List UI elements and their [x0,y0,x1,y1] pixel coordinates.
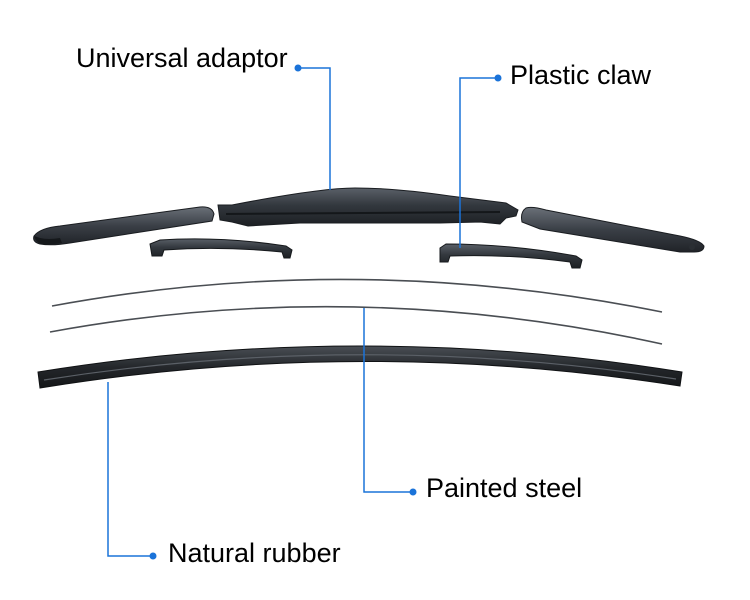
left-end-cover-tip [34,236,62,245]
painted-steel-label: Painted steel [426,473,582,503]
universal-adaptor-label: Universal adaptor [76,43,288,73]
universal-adaptor-dot [294,64,302,72]
left-end-cover [33,206,215,246]
universal-adaptor-leader [298,67,331,190]
plastic-claw-label: Plastic claw [510,60,652,90]
right-end-cover [521,206,705,253]
universal-adaptor-part [217,187,519,227]
universal-adaptor-rim [225,211,501,215]
natural-rubber-groove [43,354,677,381]
natural-rubber-leader [107,382,153,557]
painted-steel-strip-lower [49,305,663,345]
painted-steel-dot [409,488,417,496]
left-plastic-claw [149,238,293,259]
natural-rubber-refill [37,345,683,389]
right-plastic-claw [439,243,583,269]
painted-steel-strip-upper [51,278,663,313]
leader-lines [107,67,498,557]
natural-rubber-dot [149,552,157,560]
painted-steel-leader [363,308,413,493]
plastic-claw-leader [459,77,498,248]
right-end-cover-pin [689,244,695,250]
plastic-claw-dot [494,74,502,82]
natural-rubber-label: Natural rubber [168,538,341,568]
label-dots [149,64,502,560]
